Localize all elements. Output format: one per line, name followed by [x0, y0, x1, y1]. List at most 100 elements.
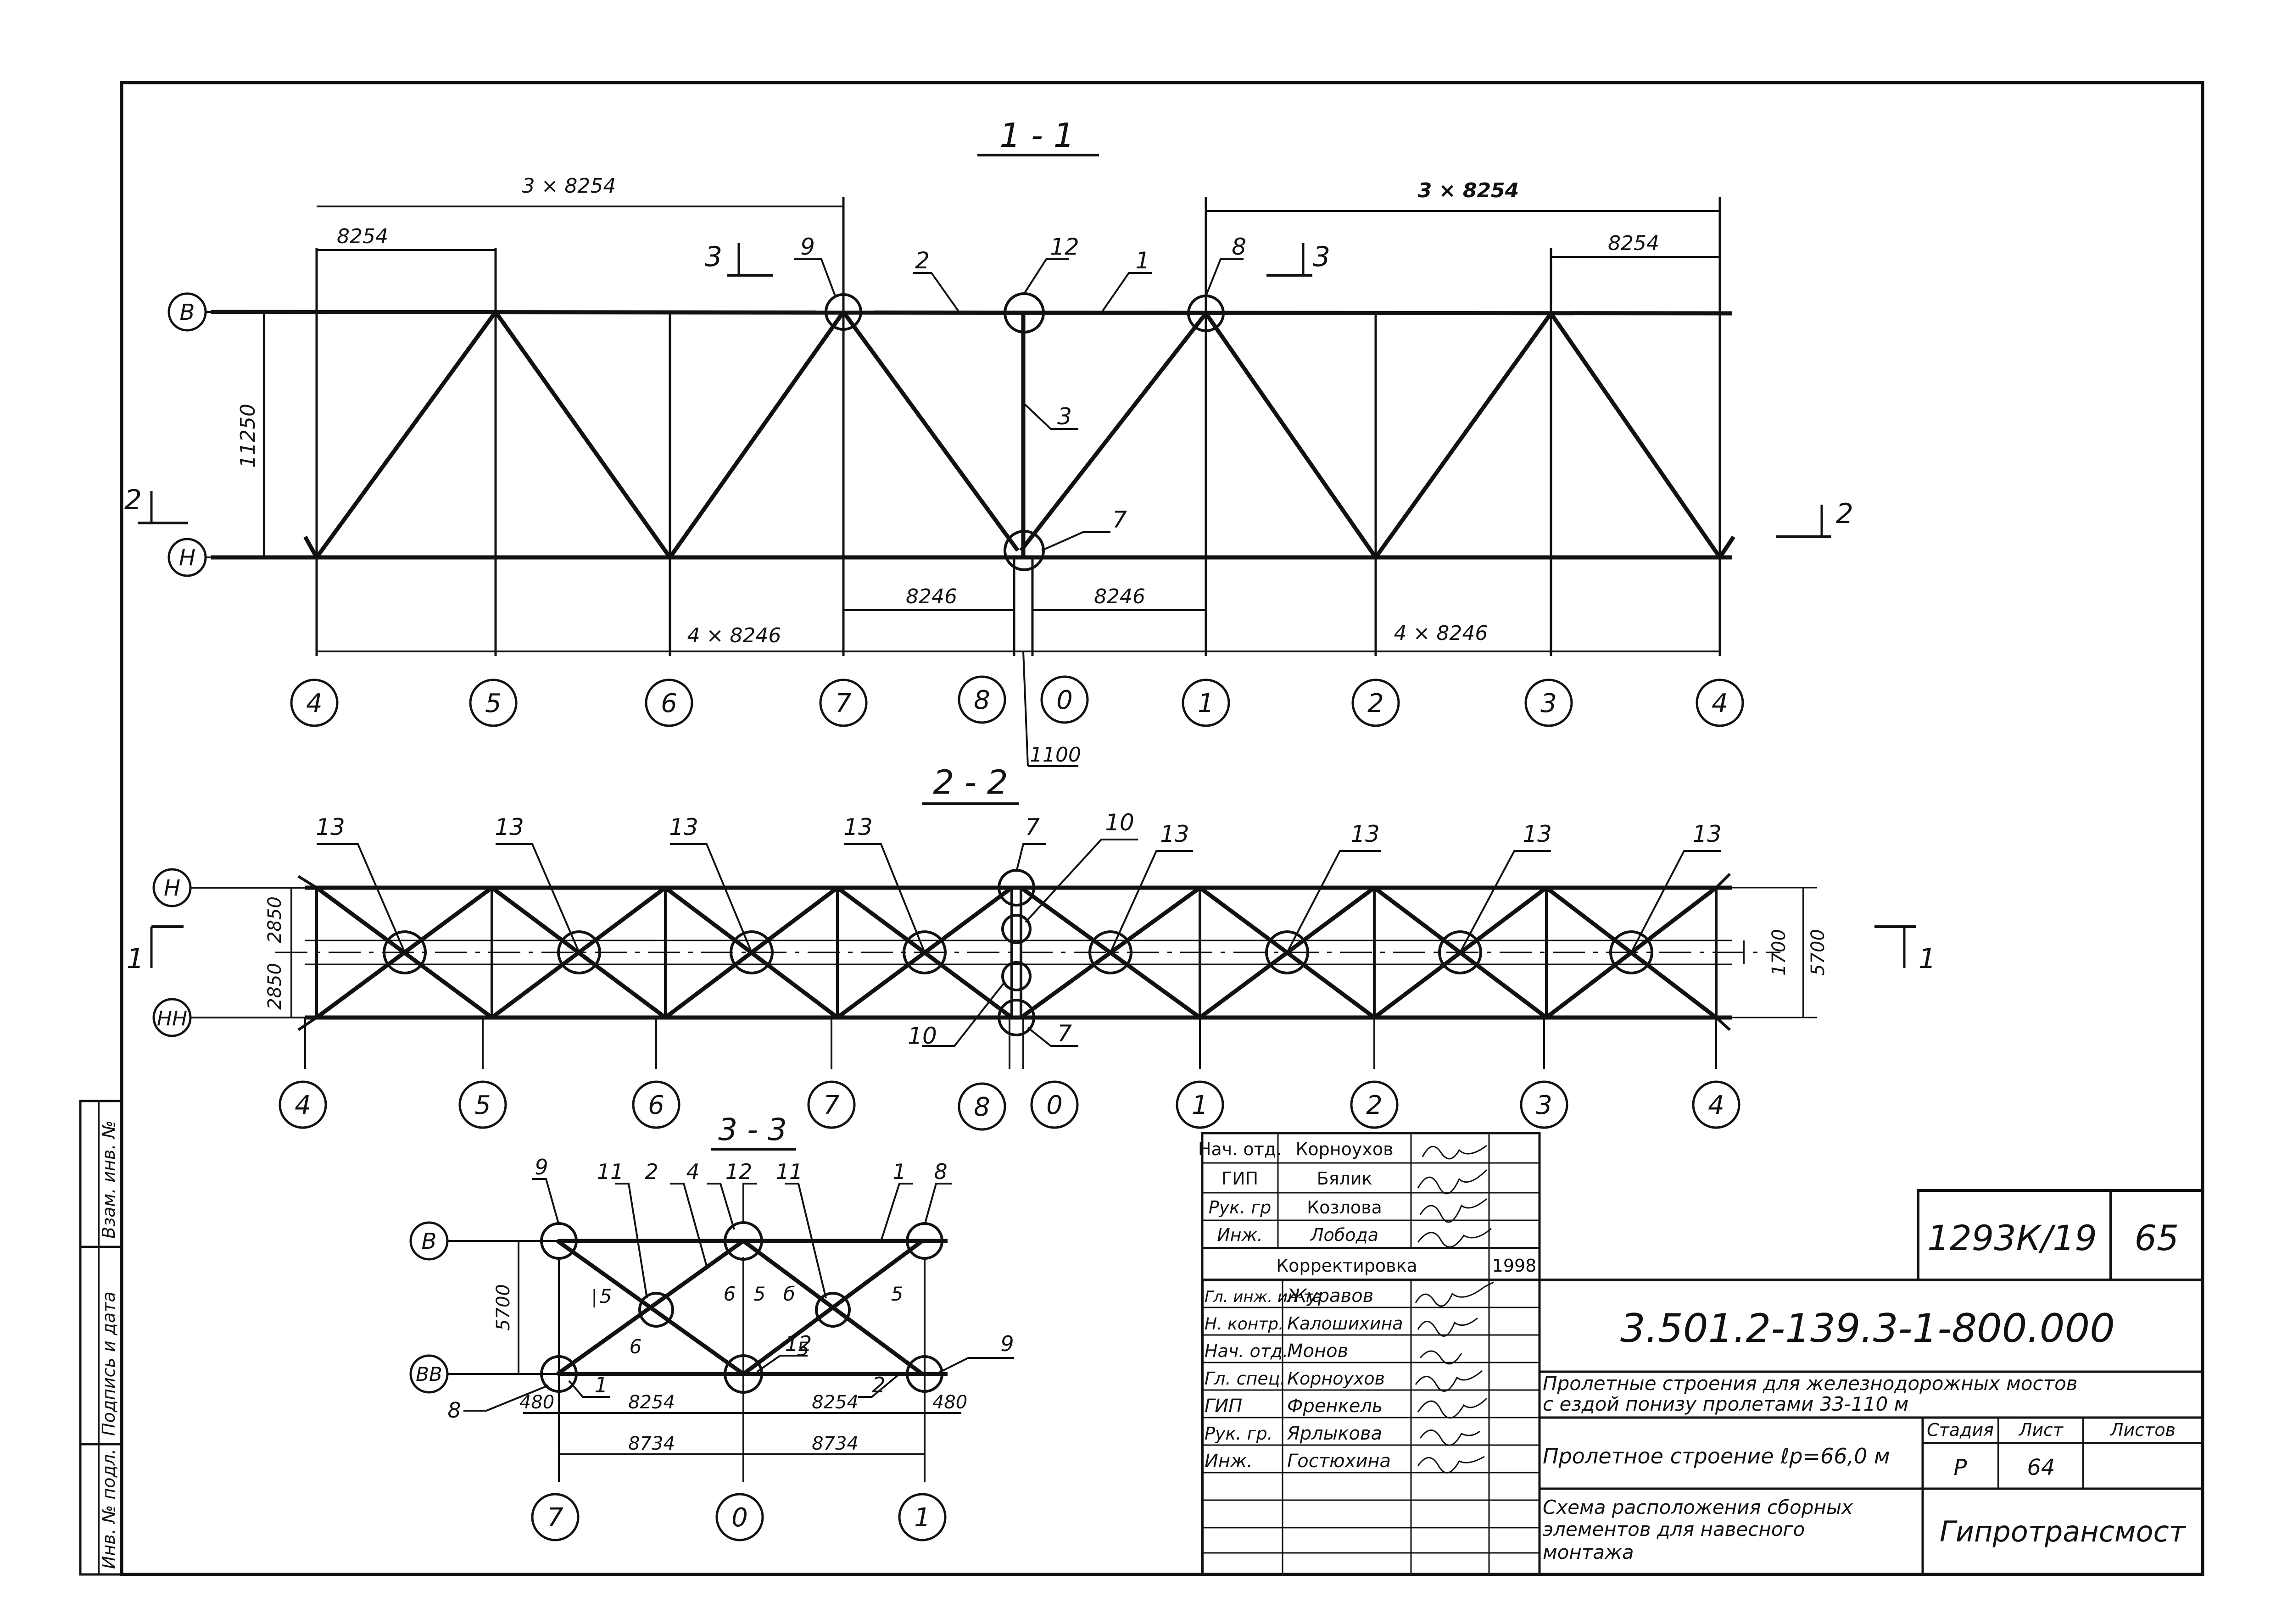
- sig-role-2: Нач. отд.: [1205, 1341, 1288, 1361]
- row-label-v-33: В: [422, 1229, 437, 1254]
- callout-13-6: 13: [1350, 821, 1380, 847]
- svg-text:2: 2: [1836, 498, 1853, 530]
- dim-3x8254-right: 3 × 8254: [1418, 179, 1519, 202]
- dim-4x8246-right: 4 × 8246: [1394, 622, 1488, 645]
- dim-8246-center-right: 8246: [1094, 585, 1145, 608]
- callout-33-12: 12: [725, 1159, 753, 1184]
- rev-label: Корректировка: [1276, 1256, 1417, 1276]
- inner-label-b: б: [783, 1283, 795, 1305]
- callout-33-b12: 12: [785, 1331, 812, 1356]
- axis-2-2-9: 4: [1708, 1090, 1724, 1120]
- row-label-v: В: [180, 300, 195, 325]
- inner-label-6b: 6: [724, 1283, 736, 1305]
- inner-label-5a: 5: [600, 1285, 612, 1307]
- callout-7-bottom: 7: [1057, 1020, 1072, 1047]
- callout-7: 7: [1112, 506, 1127, 533]
- axis-3-3-1: 0: [731, 1503, 748, 1533]
- row-label-nn: НН: [157, 1007, 187, 1030]
- callout-33-11b: 11: [776, 1159, 803, 1184]
- dim-2850-bottom: 2850: [264, 963, 285, 1010]
- section-mark-1-left: 1: [127, 925, 184, 975]
- inner-label-5d: 5: [891, 1283, 904, 1305]
- title-block: 1293К/19 65 Гл. инж. ин-та Журавов Н. ко…: [1201, 1189, 2204, 1576]
- callout-7-top: 7: [1025, 814, 1040, 840]
- sig-name-1: Калошихина: [1287, 1313, 1403, 1334]
- axis-2-2-8: 3: [1536, 1090, 1552, 1120]
- callout-33-9: 9: [535, 1155, 548, 1179]
- callouts-13: [317, 839, 1721, 1047]
- drawing-name-3: монтажа: [1543, 1541, 1634, 1563]
- sig-name-6: Гостюхина: [1287, 1451, 1391, 1472]
- callout-1: 1: [1135, 247, 1150, 274]
- callout-9: 9: [800, 234, 815, 260]
- rev-role-3: Инж.: [1217, 1225, 1263, 1245]
- axis-2-2-2: 6: [648, 1090, 664, 1120]
- axis-3-3-2: 1: [914, 1503, 931, 1533]
- node-circles-2-2: [383, 869, 1653, 1036]
- callout-33-b1: 1: [594, 1373, 608, 1397]
- axis-1-1-7: 2: [1367, 689, 1384, 718]
- inner-label-5b: 5: [753, 1283, 766, 1305]
- callout-13-2: 13: [495, 814, 524, 840]
- top-chord: [211, 310, 1733, 316]
- callout-12: 12: [1050, 234, 1079, 260]
- sig-role-0: Гл. инж. ин-та: [1205, 1288, 1322, 1306]
- dim-1100: 1100: [1030, 743, 1081, 767]
- axis-1-1-5: 0: [1056, 685, 1073, 715]
- dim-8246-center-left: 8246: [906, 585, 957, 608]
- view-1-1: 1 - 1: [124, 116, 1853, 767]
- side-stamp: Инв. № подл. Подпись и дата Взам. инв. №: [79, 1100, 123, 1576]
- stage-header: Стадия: [1927, 1420, 1994, 1440]
- callout-33-b9: 9: [1000, 1331, 1014, 1356]
- bracing-verticals: [304, 888, 1718, 1069]
- rev-year: 1998: [1492, 1256, 1537, 1276]
- rev-name-0: Корноухов: [1295, 1139, 1393, 1159]
- callout-10-bottom: 10: [908, 1023, 937, 1049]
- sheet-value: 64: [2027, 1455, 2055, 1480]
- section-mark-2-right: 2: [1776, 498, 1853, 538]
- project-line-2: с ездой понизу пролетами 33-110 м: [1543, 1393, 1908, 1415]
- callout-33-4: 4: [686, 1159, 699, 1184]
- axis-1-1-6: 1: [1198, 689, 1214, 718]
- callouts-1-1: [794, 258, 1244, 551]
- page-number: 65: [2135, 1218, 2179, 1258]
- rev-signature-0: [1422, 1145, 1487, 1160]
- stamp-inv-original: Инв. № подл.: [99, 1449, 119, 1569]
- sig-role-4: ГИП: [1205, 1396, 1242, 1417]
- rev-role-2: Рук. гр: [1209, 1197, 1272, 1218]
- axis-2-2-4: 8: [974, 1092, 990, 1122]
- node-circles-3-3: [540, 1221, 943, 1394]
- dim-5700: 5700: [1807, 929, 1829, 976]
- stamp-signature-date: Подпись и дата: [99, 1291, 119, 1436]
- axis-bubbles-2-2: 4 5 6 7 8 0 1 2 3 4: [279, 1080, 1740, 1131]
- axis-1-1-1: 5: [485, 689, 502, 718]
- dim-5700-33: 5700: [493, 1284, 514, 1331]
- rev-signature-1: [1417, 1169, 1488, 1195]
- svg-text:1: 1: [127, 943, 144, 975]
- view-3-3: 3 - 3 В: [409, 1112, 1014, 1541]
- rev-signature-2: [1419, 1198, 1487, 1223]
- callout-2: 2: [915, 247, 930, 274]
- callout-13-1: 13: [316, 814, 345, 840]
- axis-1-1-4: 8: [974, 685, 990, 715]
- sig-role-1: Н. контр.: [1205, 1315, 1284, 1334]
- sig-role-6: Инж.: [1205, 1451, 1253, 1472]
- sig-name-3: Корноухов: [1287, 1368, 1385, 1389]
- row-label-n-22: Н: [164, 875, 180, 901]
- rev-name-3: Лобода: [1310, 1225, 1378, 1245]
- designation: 3.501.2-139.3-1-800.000: [1620, 1306, 2115, 1351]
- axis-2-2-3: 7: [823, 1090, 840, 1120]
- sig-role-3: Гл. спец.: [1205, 1368, 1286, 1389]
- sig-role-5: Рук. гр.: [1205, 1424, 1273, 1444]
- axis-1-1-2: 6: [661, 689, 677, 718]
- dim-33-8254-right: 8254: [812, 1392, 859, 1413]
- axis-1-1-0: 4: [306, 689, 323, 718]
- sig-name-5: Ярлыкова: [1287, 1423, 1382, 1444]
- dim-2850-top: 2850: [264, 896, 285, 943]
- callout-33-2: 2: [645, 1159, 658, 1184]
- section-mark-3-right: 3: [1266, 241, 1330, 277]
- section-mark-1-right: 1: [1874, 925, 1936, 975]
- sig-name-0: Журавов: [1286, 1285, 1373, 1307]
- svg-text:3: 3: [705, 241, 722, 273]
- callout-33-1: 1: [892, 1159, 906, 1184]
